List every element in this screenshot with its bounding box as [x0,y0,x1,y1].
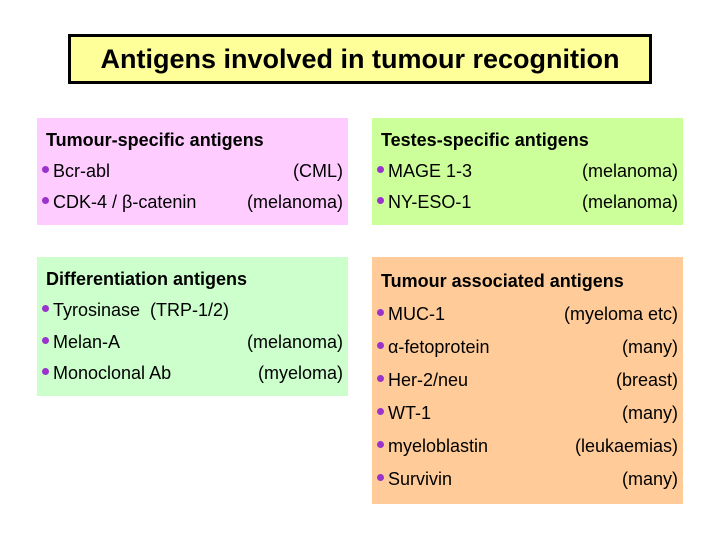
antigen-site: (melanoma) [246,192,343,212]
antigen-item: CDK-4 / β-catenin (melanoma) [42,192,343,213]
antigen-name: NY-ESO-1 [388,192,472,212]
antigen-item: Melan-A (melanoma) [42,332,343,353]
antigen-name: Bcr-abl [53,161,111,181]
antigen-item: MAGE 1-3 (melanoma) [377,161,678,182]
antigen-name: Her-2/neu [388,370,469,390]
bullet-icon [377,197,384,204]
antigen-item: Tyrosinase (TRP-1/2) [42,300,343,321]
antigen-name: α-fetoprotein [388,337,490,357]
bullet-icon [42,305,49,313]
bullet-icon [377,166,384,173]
antigen-item: Bcr-abl (CML) [42,161,343,182]
antigen-site: (CML) [293,161,343,181]
antigen-name: Melan-A [53,331,121,352]
box-header: Tumour associated antigens [381,271,624,291]
antigen-item: Survivin (many) [377,469,678,490]
box-header: Testes-specific antigens [381,130,589,150]
antigen-item: MUC-1 (myeloma etc) [377,304,678,325]
antigen-site: (myeloma etc) [563,304,678,324]
bullet-icon [377,342,384,349]
antigen-name: Monoclonal Ab [53,362,172,383]
box-header: Differentiation antigens [46,269,248,290]
tumour-specific-antigens-box: Tumour-specific antigens Bcr-abl (CML) C… [37,118,348,225]
antigen-item: NY-ESO-1 (melanoma) [377,192,678,213]
antigen-item: α-fetoprotein (many) [377,337,678,358]
bullet-icon [42,166,49,173]
bullet-icon [377,474,384,481]
antigen-item: WT-1 (many) [377,403,678,424]
antigen-site: (many) [621,403,678,423]
antigen-name: WT-1 [388,403,431,423]
tumour-associated-antigens-box: Tumour associated antigens MUC-1 (myelom… [372,257,683,504]
antigen-item: Monoclonal Ab (myeloma) [42,363,343,384]
antigen-site: (leukaemias) [574,436,678,456]
differentiation-antigens-box: Differentiation antigens Tyrosinase (TRP… [37,257,348,396]
antigen-name: CDK-4 / β-catenin [53,192,197,212]
bullet-icon [377,309,384,316]
antigen-name: MAGE 1-3 [388,161,473,181]
antigen-site: (melanoma) [581,161,678,181]
antigen-name: Tyrosinase (TRP-1/2) [53,300,230,321]
bullet-icon [377,441,384,448]
bullet-icon [377,375,384,382]
antigen-name: MUC-1 [388,304,445,324]
slide-title-box: Antigens involved in tumour recognition [68,34,652,84]
antigen-site: (melanoma) [581,192,678,212]
bullet-icon [42,367,49,375]
slide-title: Antigens involved in tumour recognition [100,43,620,74]
antigen-name: myeloblastin [388,436,489,456]
bullet-icon [42,336,49,344]
antigen-site: (breast) [615,370,678,390]
antigen-item: Her-2/neu (breast) [377,370,678,391]
box-header: Tumour-specific antigens [46,130,264,150]
testes-specific-antigens-box: Testes-specific antigens MAGE 1-3 (melan… [372,118,683,225]
antigen-site: (myeloma) [257,362,343,383]
antigen-name: Survivin [388,469,453,489]
antigen-site: (many) [621,469,678,489]
antigen-site: (melanoma) [246,331,343,352]
antigen-item: myeloblastin (leukaemias) [377,436,678,457]
bullet-icon [42,197,49,204]
antigen-site: (many) [621,337,678,357]
bullet-icon [377,408,384,415]
